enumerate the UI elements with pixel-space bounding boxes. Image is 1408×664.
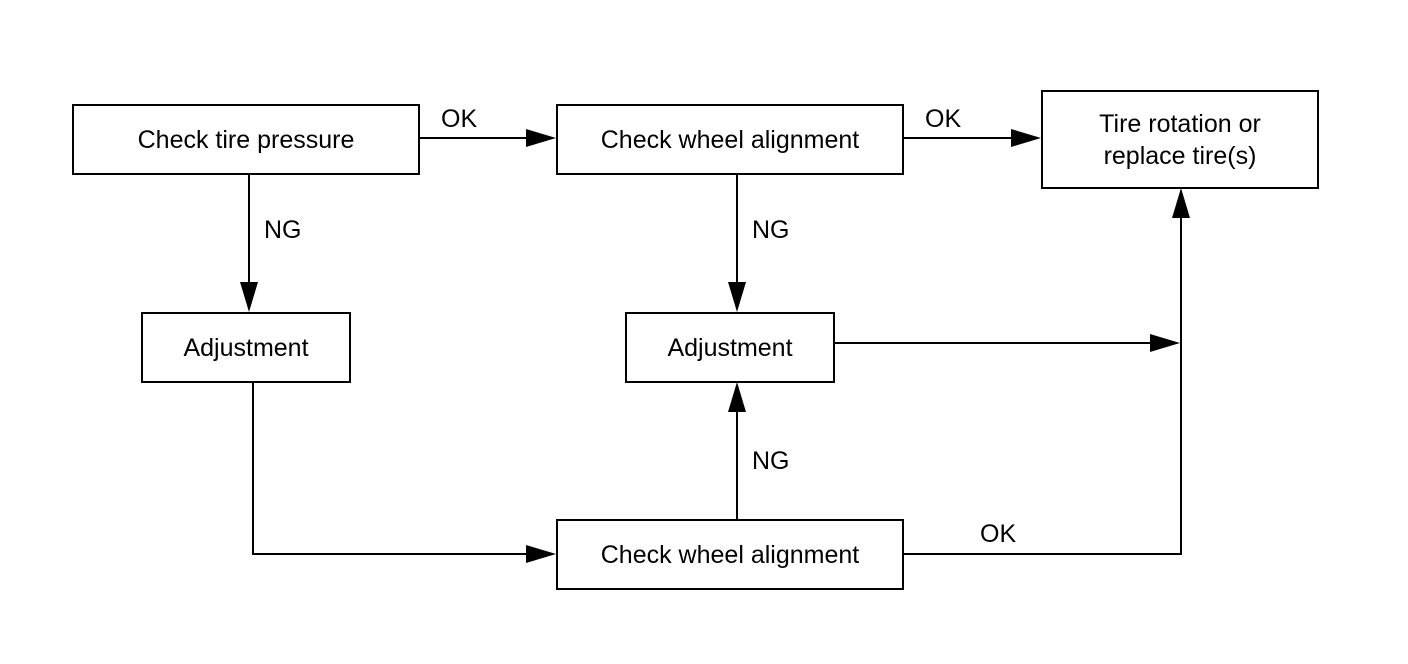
adjustment-middle-box: Adjustment: [625, 312, 835, 383]
edge-label-pressure-ok: OK: [441, 105, 478, 133]
arrow-adjustment-to-recheck: [252, 381, 528, 555]
adjustment-left-box: Adjustment: [141, 312, 351, 383]
tire-rotation-label-line1: Tire rotation or: [1099, 109, 1261, 138]
arrowhead-adjustment-to-recheck: [526, 545, 556, 563]
edge-label-alignment-ng: NG: [752, 216, 790, 244]
check-alignment-bottom-label: Check wheel alignment: [600, 540, 860, 569]
arrowhead-adjustment-to-right: [1150, 334, 1180, 352]
arrowhead-pressure-to-adjustment: [240, 282, 258, 312]
edge-label-alignment-ok: OK: [925, 105, 962, 133]
arrowhead-alignment-to-adjustment: [728, 282, 746, 312]
arrowhead-pressure-to-alignment: [526, 129, 556, 147]
edge-label-pressure-ng: NG: [264, 216, 302, 244]
adjustment-middle-label: Adjustment: [667, 333, 793, 362]
arrowhead-recheck-to-rotation: [1172, 188, 1190, 218]
check-pressure-box: Check tire pressure: [72, 104, 420, 175]
tire-rotation-box: Tire rotation or replace tire(s): [1041, 90, 1319, 189]
arrow-recheck-to-rotation: [903, 218, 1182, 555]
tire-rotation-label-line2: replace tire(s): [1103, 141, 1257, 170]
check-alignment-top-box: Check wheel alignment: [556, 104, 904, 175]
check-alignment-top-label: Check wheel alignment: [600, 125, 860, 154]
edge-label-recheck-ok: OK: [980, 520, 1017, 548]
check-alignment-bottom-box: Check wheel alignment: [556, 519, 904, 590]
check-pressure-label: Check tire pressure: [137, 125, 355, 154]
arrowhead-recheck-to-adjustment: [728, 382, 746, 412]
adjustment-left-label: Adjustment: [183, 333, 309, 362]
edge-label-recheck-ng: NG: [752, 447, 790, 475]
arrowhead-alignment-to-rotation: [1011, 129, 1041, 147]
